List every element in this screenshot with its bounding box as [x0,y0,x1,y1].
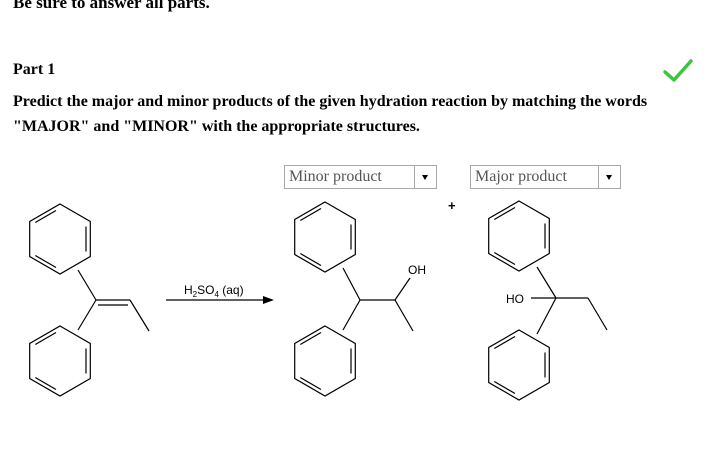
reagent-label: H2SO4 (aq) [184,283,244,299]
instructions-text: Be sure to answer all parts. [13,0,210,12]
ho-label: HO [506,292,524,306]
plus-sign: + [448,198,456,213]
question-text: Predict the major and minor products of … [13,93,648,135]
checkmark-icon [663,59,693,82]
chevron-down-icon[interactable] [598,166,620,188]
major-product-structure [488,200,608,401]
oh-label: OH [408,263,426,277]
minor-product-structure [294,201,414,397]
minor-product-dropdown[interactable]: Minor product [284,165,437,189]
dropdown-selected-value: Minor product [289,168,382,185]
reactant-structure [29,203,150,397]
chevron-down-icon[interactable] [414,166,436,188]
dropdown-selected-value: Major product [475,168,567,185]
part-title: Part 1 [13,61,56,78]
reaction-arrow [166,296,274,304]
major-product-dropdown[interactable]: Major product [470,165,621,189]
